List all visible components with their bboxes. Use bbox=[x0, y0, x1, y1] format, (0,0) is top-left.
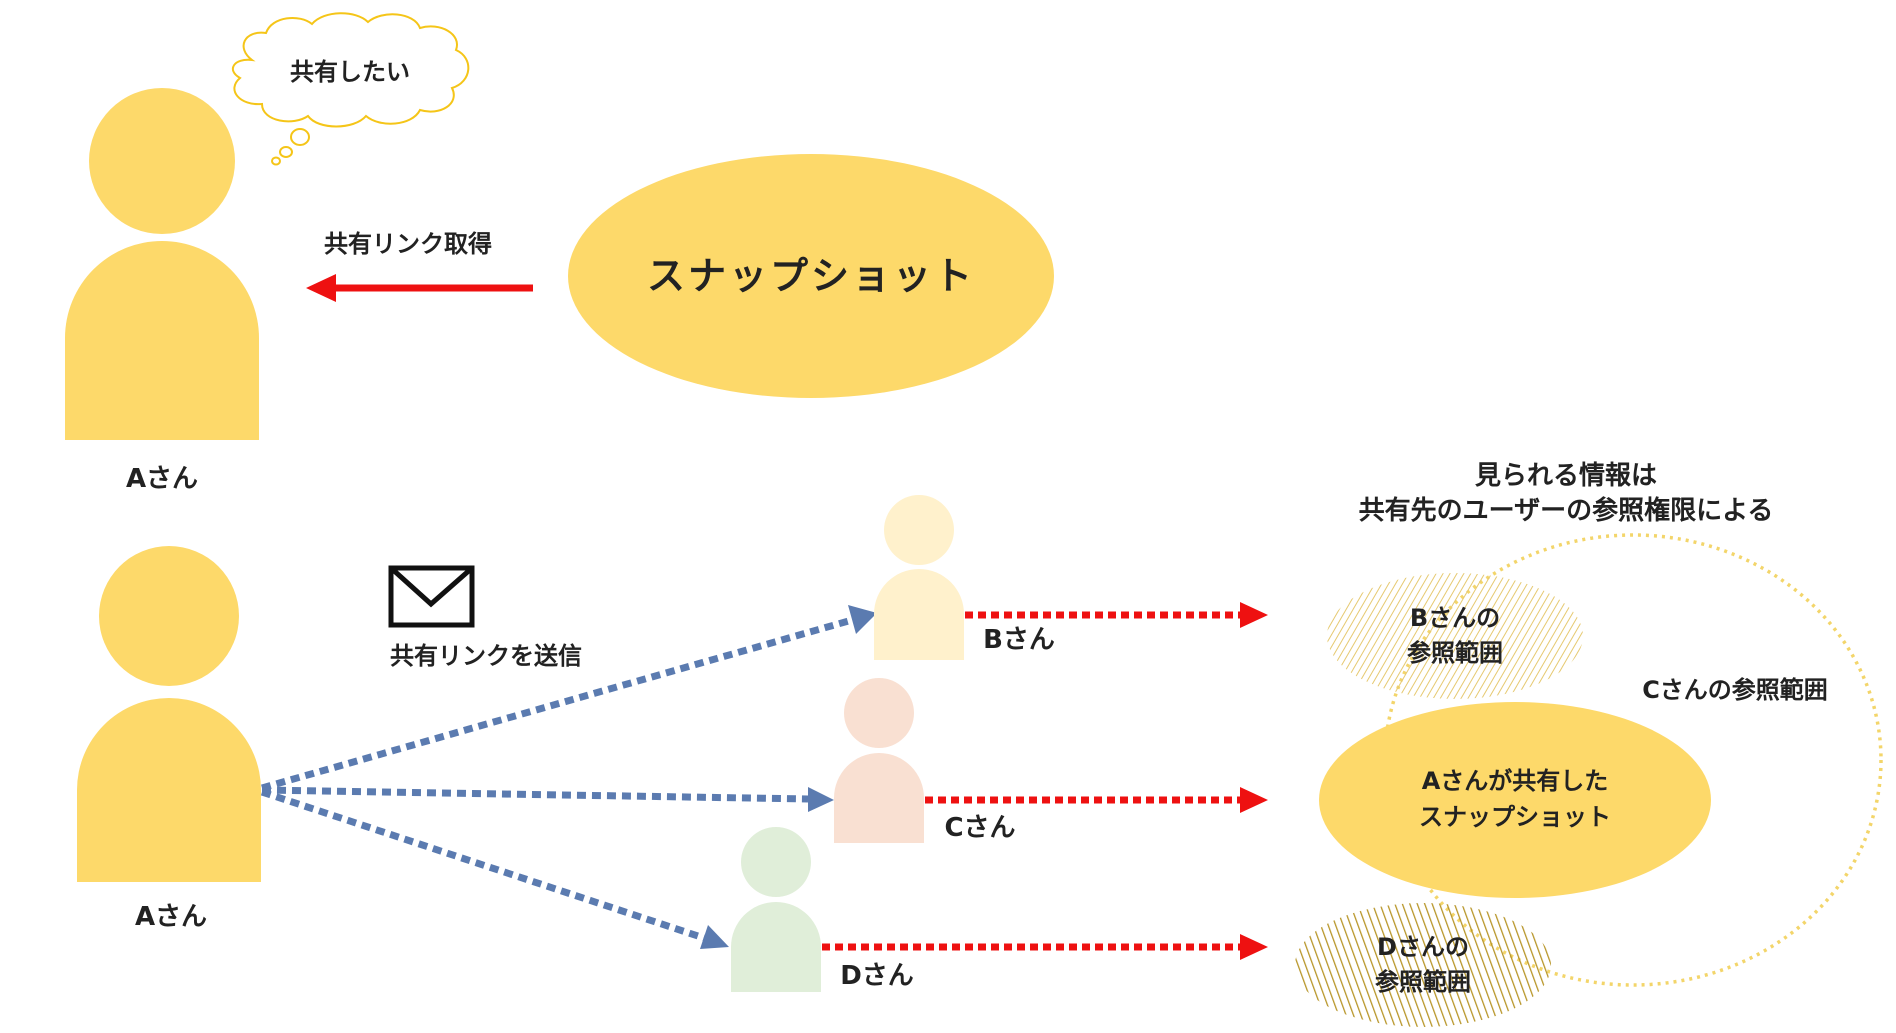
person-head bbox=[884, 495, 954, 565]
envelope-icon bbox=[388, 565, 475, 628]
scope-heading-line2: 共有先のユーザーの参照権限による bbox=[1359, 495, 1774, 526]
person-head bbox=[844, 678, 914, 748]
view-arrow-c bbox=[925, 787, 1268, 813]
d-range-line1: Dさんの bbox=[1377, 933, 1469, 961]
b-range-line2: 参照範囲 bbox=[1407, 639, 1503, 667]
thought-bubble: 共有したい bbox=[231, 12, 470, 166]
person-b bbox=[874, 495, 964, 660]
view-arrow-d bbox=[822, 934, 1268, 960]
b-range-line1: Bさんの bbox=[1410, 604, 1500, 632]
d-range-ellipse bbox=[1295, 903, 1551, 1027]
scope-heading-line1: 見られる情報は bbox=[1475, 461, 1657, 491]
snapshot-ellipse bbox=[568, 154, 1054, 398]
shared-snapshot-line2: スナップショット bbox=[1419, 803, 1611, 831]
b-range-ellipse bbox=[1327, 573, 1583, 699]
person-d bbox=[731, 827, 821, 992]
get-link-arrow bbox=[306, 274, 533, 302]
person-a-top bbox=[65, 88, 259, 440]
thought-bubble-icon bbox=[231, 12, 470, 166]
d-range-line2: 参照範囲 bbox=[1375, 968, 1471, 996]
person-head bbox=[99, 546, 239, 686]
person-head bbox=[741, 827, 811, 897]
shared-snapshot-ellipse bbox=[1319, 702, 1711, 898]
send-arrow-to-b bbox=[261, 605, 877, 792]
person-body bbox=[834, 753, 924, 843]
person-a-sender bbox=[77, 546, 261, 882]
c-range-circle bbox=[1383, 533, 1883, 987]
person-head bbox=[89, 88, 235, 234]
view-arrow-b bbox=[965, 602, 1268, 628]
person-c-label: Cさん bbox=[944, 813, 1015, 843]
send-arrow-to-d bbox=[260, 788, 729, 949]
c-range-label: Cさんの参照範囲 bbox=[1642, 676, 1828, 704]
shared-snapshot-line1: Aさんが共有した bbox=[1422, 767, 1609, 795]
person-body bbox=[65, 241, 259, 440]
person-body bbox=[731, 902, 821, 992]
person-body bbox=[874, 569, 964, 660]
snapshot-label: スナップショット bbox=[647, 254, 975, 298]
person-c bbox=[834, 678, 924, 843]
person-b-label: Bさん bbox=[983, 625, 1055, 655]
person-d-label: Dさん bbox=[840, 961, 914, 991]
thought-text: 共有したい bbox=[290, 58, 410, 86]
person-body bbox=[77, 698, 261, 882]
person-a-sender-label: Aさん bbox=[135, 902, 207, 932]
person-a-top-label: Aさん bbox=[126, 464, 198, 494]
send-arrow-to-c bbox=[261, 786, 834, 812]
get-link-label: 共有リンク取得 bbox=[324, 230, 492, 258]
send-link-label: 共有リンクを送信 bbox=[390, 642, 582, 670]
